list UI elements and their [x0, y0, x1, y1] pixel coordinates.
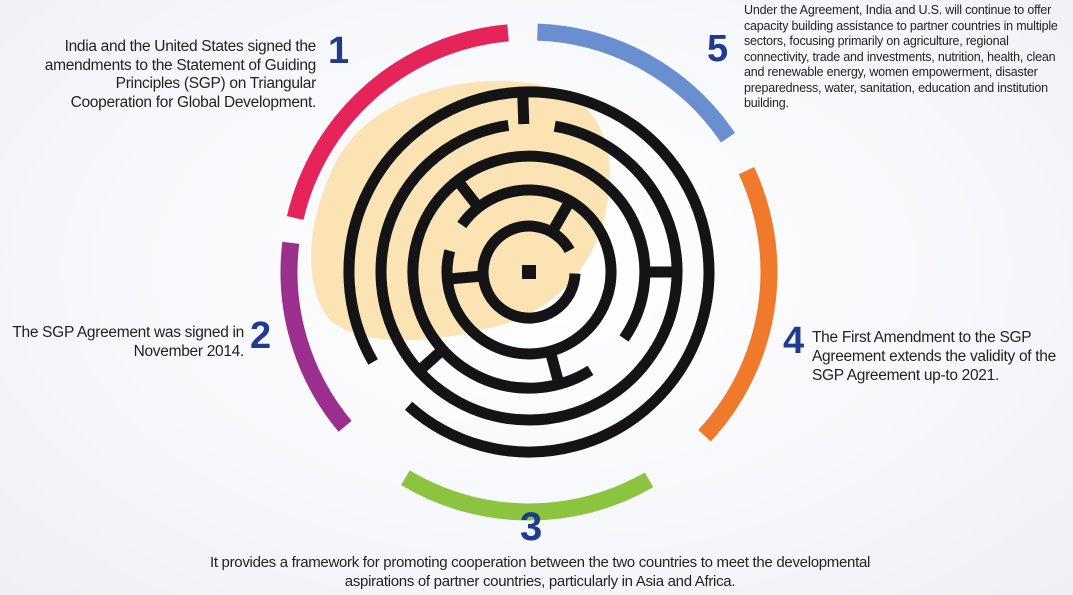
- step-3-number: 3: [520, 505, 543, 549]
- maze-wall-0: [343, 86, 715, 458]
- maze-wall-3: [441, 184, 617, 360]
- maze: [343, 86, 715, 458]
- step-5-number: 5: [707, 28, 729, 70]
- step-2-number: 2: [250, 315, 272, 357]
- step-1-text: India and the United States signed the a…: [44, 38, 317, 111]
- segment-arc-5: [537, 23, 736, 143]
- step-1-number: 1: [328, 30, 350, 72]
- step-2-text: The SGP Agreement was signed in November…: [12, 324, 244, 360]
- maze-wall-4: [477, 220, 581, 324]
- maze-wall-2: [407, 150, 651, 394]
- maze-wall-5: [517, 91, 530, 125]
- segment-arc-2: [280, 241, 352, 432]
- segment-arc-3: [401, 470, 654, 521]
- maze-wall-8: [453, 177, 483, 211]
- maze-wall-1: [375, 119, 683, 426]
- step-3-text: It provides a framework for promoting co…: [209, 554, 871, 590]
- segment-arc-1: [286, 24, 509, 220]
- step-5-text: Under the Agreement, India and U.S. will…: [744, 3, 1058, 110]
- maze-wall-11: [446, 270, 484, 285]
- maze-wall-10: [547, 198, 575, 235]
- maze-wall-6: [415, 345, 447, 376]
- maze-center: [522, 265, 536, 279]
- step-4-number: 4: [783, 320, 805, 362]
- segment-arc-4: [698, 167, 778, 442]
- maze-wall-9: [544, 349, 565, 386]
- step-4-text: The First Amendment to the SGP Agreement…: [812, 329, 1056, 384]
